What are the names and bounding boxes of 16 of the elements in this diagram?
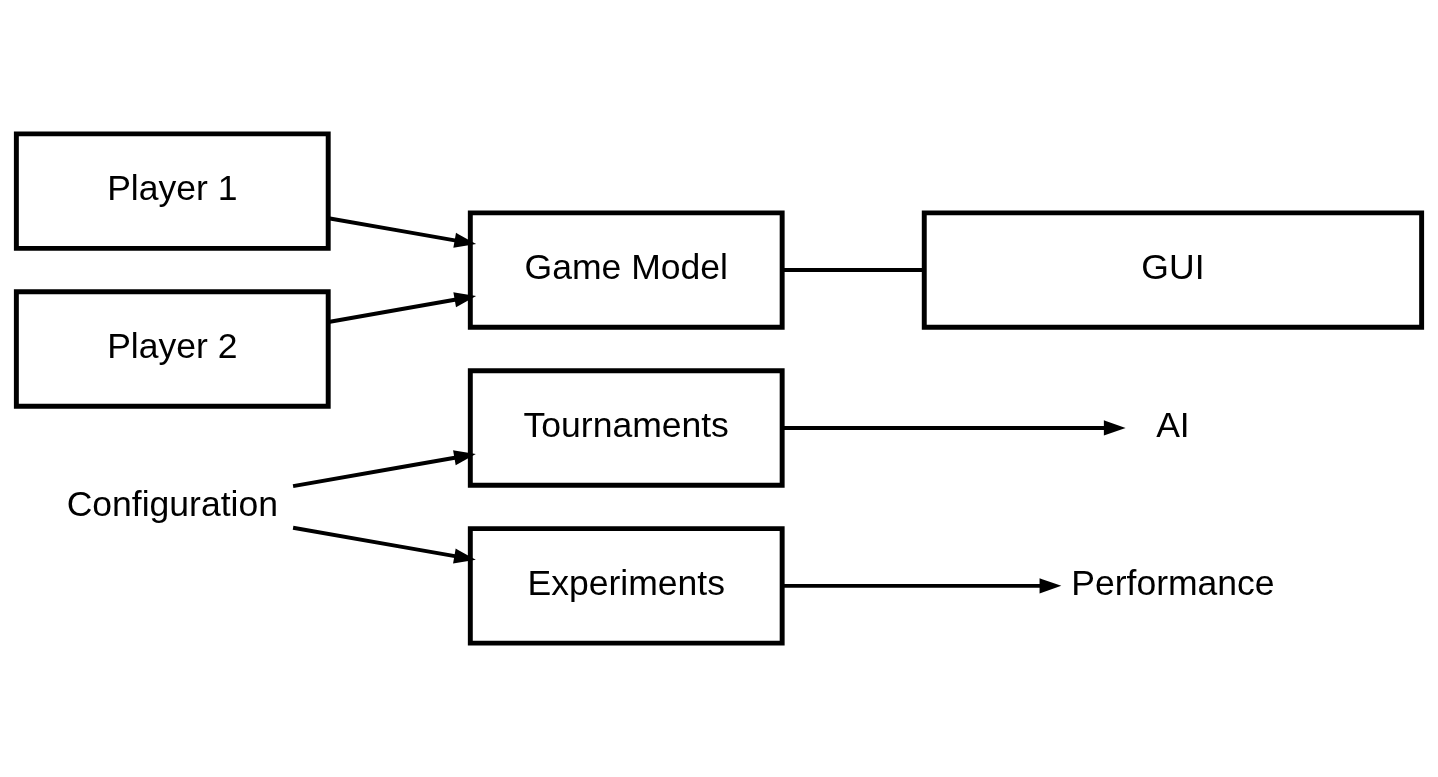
arrow: [328, 216, 477, 248]
node-text: AI: [1156, 404, 1190, 445]
arrow: [292, 525, 476, 564]
node-box: Game Model: [467, 210, 785, 330]
connector: [782, 268, 925, 273]
node-box: GUI: [921, 210, 1425, 330]
node-box: Player 1: [13, 131, 331, 251]
arrow: [328, 292, 477, 324]
arrow: [782, 420, 1126, 436]
node-text: Configuration: [66, 483, 278, 524]
node-box: Player 2: [13, 289, 331, 409]
arrow: [782, 578, 1062, 594]
arrow: [292, 450, 476, 489]
node-box: Tournaments: [467, 368, 785, 488]
node-text: Performance: [1071, 562, 1275, 603]
node-box: Experiments: [467, 526, 785, 646]
